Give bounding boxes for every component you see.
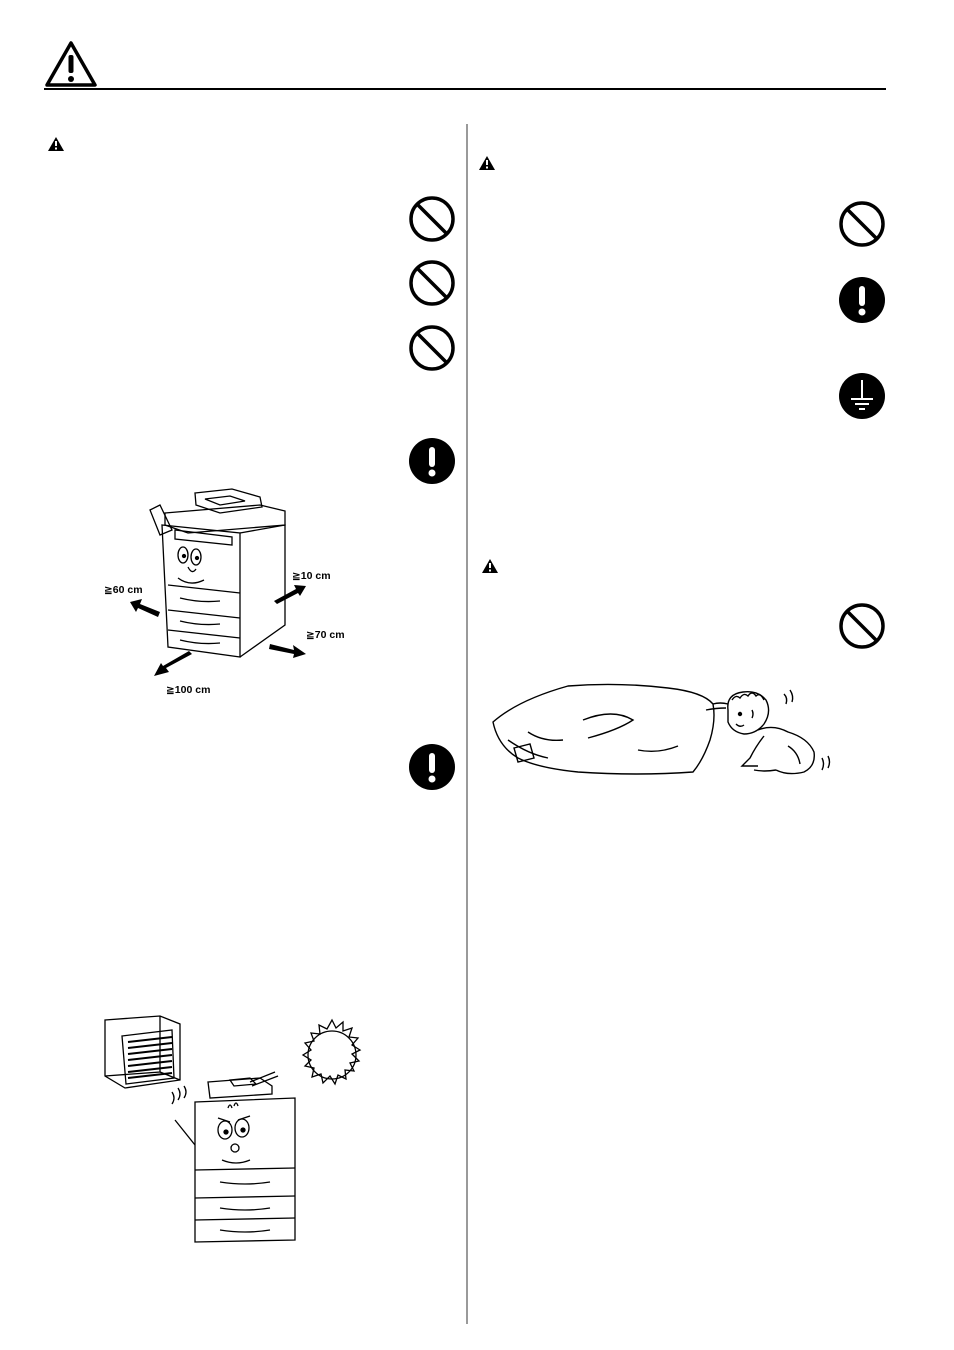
rear-clearance-label: ≧10 cm: [292, 570, 331, 582]
rear-clearance-arrow-icon: [272, 583, 308, 605]
warning-triangle-icon: [44, 40, 98, 88]
prohibited-icon: [408, 324, 456, 372]
mandatory-action-icon: [408, 743, 456, 791]
environment-illustration: [100, 1010, 380, 1250]
prohibited-icon: [408, 259, 456, 307]
header-rule: [44, 88, 886, 90]
ground-connection-icon: [838, 372, 886, 420]
column-divider: [466, 124, 468, 1324]
prohibited-icon: [838, 200, 886, 248]
front-clearance-arrow-icon: [150, 650, 194, 680]
caution-triangle-icon: [482, 559, 498, 573]
prohibited-icon: [838, 602, 886, 650]
caution-triangle-icon: [48, 137, 64, 151]
child-plastic-bag-illustration: [488, 680, 838, 790]
right-clearance-arrow-icon: [268, 638, 308, 660]
left-clearance-label: ≧60 cm: [104, 584, 143, 596]
front-clearance-label: ≧100 cm: [166, 684, 211, 696]
prohibited-icon: [408, 195, 456, 243]
mandatory-action-icon: [838, 276, 886, 324]
right-clearance-label: ≧70 cm: [306, 629, 345, 641]
mandatory-action-icon: [408, 437, 456, 485]
copier-clearance-illustration: [120, 485, 300, 665]
left-clearance-arrow-icon: [128, 596, 162, 618]
caution-triangle-icon: [479, 156, 495, 170]
